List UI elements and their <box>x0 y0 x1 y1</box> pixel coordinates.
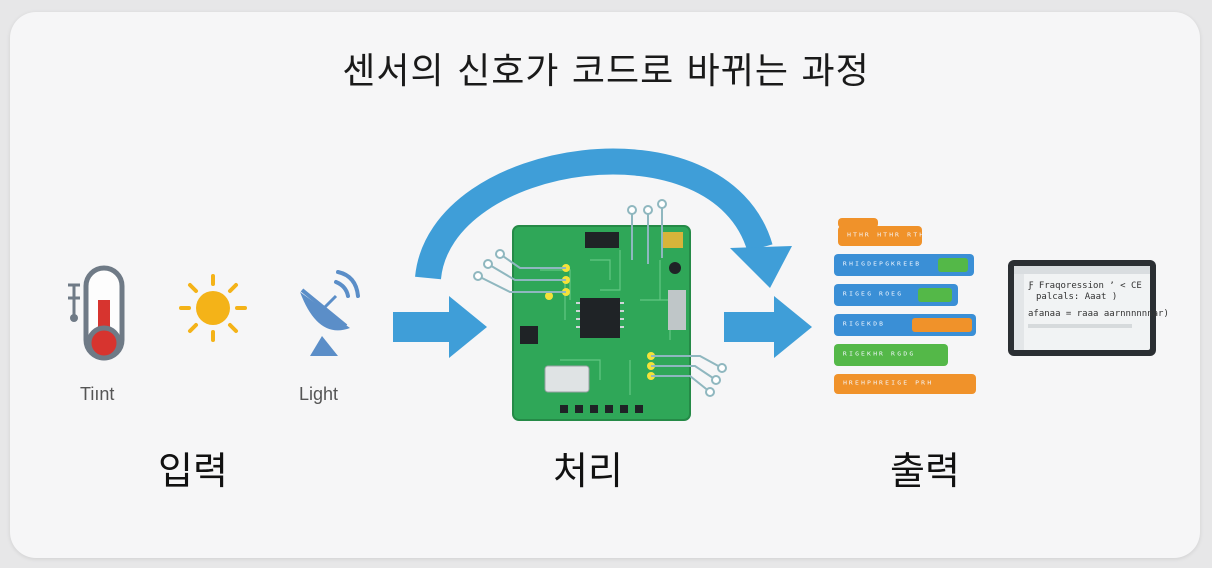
stage-input-label: 입력 <box>158 449 228 493</box>
circuit-board <box>473 199 727 421</box>
code-block-text: ᴿᴴᴵᴳᴰᴱᴾᴳᴷᴿᴱᴱᴮ <box>842 261 920 272</box>
satellite-dish-icon <box>300 270 360 356</box>
code-blocks-stack: ᴴᵀᴴᴿ ᴴᵀᴴᴿ ᴿᵀᴴᴷ ᴿᴴᴵᴳᴰᴱᴾᴳᴷᴿᴱᴱᴮ ᴿᴵᴳᴱᴳ ᴿᴼᴱᴳ … <box>834 218 976 394</box>
arrow-input-to-process <box>393 296 487 358</box>
code-block: ᴿᴵᴳᴱᴷᴴᴿ ᴿᴳᴰᴳ <box>834 344 948 366</box>
code-block: ᴿᴴᴵᴳᴰᴱᴾᴳᴷᴿᴱᴱᴮ <box>834 254 974 276</box>
code-block-text: ᴿᴵᴳᴱᴷᴰᴮ <box>842 321 884 332</box>
screen-line: palcals: Aaat ) <box>1036 292 1117 302</box>
screen-line: afanaa = raaa aarnnnnnnar) <box>1028 309 1169 319</box>
code-block-text: ᴿᴵᴳᴱᴷᴴᴿ ᴿᴳᴰᴳ <box>842 351 914 362</box>
code-block: ᴿᴵᴳᴱᴷᴰᴮ <box>834 314 976 336</box>
diagram-title: 센서의 신호가 코드로 바뀌는 과정 <box>342 51 870 92</box>
code-block: ᴴᵀᴴᴿ ᴴᵀᴴᴿ ᴿᵀᴴᴷ <box>838 218 930 246</box>
temp-sensor-label: Tiınt <box>80 384 115 404</box>
code-block-text: ᴴᴿᴱᴴᴾᴴᴿᴱᴵᴳᴱ ᴾᴿᴴ <box>842 380 932 391</box>
code-block-text: ᴿᴵᴳᴱᴳ ᴿᴼᴱᴳ <box>842 291 902 302</box>
light-sensor-label: Light <box>299 384 339 404</box>
arrow-process-to-output <box>724 296 812 358</box>
thermometer-icon <box>68 265 125 361</box>
code-block: ᴴᴿᴱᴴᴾᴴᴿᴱᴵᴳᴱ ᴾᴿᴴ <box>834 374 976 394</box>
code-block-text: ᴴᵀᴴᴿ ᴴᵀᴴᴿ ᴿᵀᴴᴷ <box>846 232 930 243</box>
sun-icon <box>179 274 247 342</box>
cpu-chip <box>580 298 620 338</box>
stage-output-label: 출력 <box>890 449 960 493</box>
tablet-screen: Ƒ Fraqoression ʼ < CE palcals: Aaat ) af… <box>1008 260 1169 356</box>
code-block: ᴿᴵᴳᴱᴳ ᴿᴼᴱᴳ <box>834 284 958 306</box>
feedback-arc-arrow <box>415 148 792 288</box>
screen-line: Ƒ Fraqoression ʼ < CE <box>1028 281 1142 291</box>
stage-process-label: 처리 <box>553 449 623 493</box>
